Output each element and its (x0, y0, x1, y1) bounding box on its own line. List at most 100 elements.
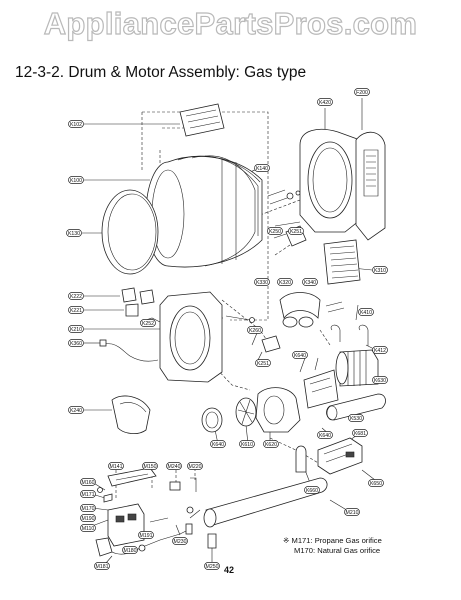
callout-m180: M180 (122, 546, 138, 554)
gas-valve-assembly (95, 467, 328, 557)
callout-box (263, 440, 279, 448)
callout-box (68, 339, 84, 347)
callout-k610: K610 (239, 440, 255, 448)
callout-box (172, 537, 188, 545)
callout-m230: M230 (172, 537, 188, 545)
callout-m210: M210 (344, 508, 360, 516)
gas-valve (107, 503, 145, 547)
callout-text: K660 (306, 488, 318, 494)
callout-box (80, 514, 96, 522)
callout-text: K251 (257, 361, 269, 367)
callout-text: K100 (70, 178, 82, 184)
callout-k140: K140 (254, 164, 270, 172)
callout-f200: F200 (354, 88, 370, 96)
callout-box (254, 164, 270, 172)
rear-bulkhead-assembly (273, 128, 386, 285)
callout-text: M171 (82, 492, 95, 498)
callout-k100: K100 (68, 176, 84, 184)
callout-text: K410 (360, 310, 372, 316)
callout-text: K420 (319, 100, 331, 106)
callout-text: K640 (319, 433, 331, 439)
callout-text: M210 (346, 510, 359, 516)
callout-box (277, 278, 293, 286)
callout-text: K681 (354, 431, 366, 437)
callout-text: M170 (82, 506, 95, 512)
idler-bracket (279, 292, 321, 319)
callout-text: K640 (294, 353, 306, 359)
page-number: 42 (224, 565, 235, 575)
callout-text: M150 (144, 464, 157, 470)
callout-box (247, 326, 263, 334)
lint-filter (323, 239, 361, 285)
legend-natural-text: M170: Natural Gas orifice (294, 546, 381, 555)
callout-text: K630 (374, 378, 386, 384)
callout-text: M190 (82, 516, 95, 522)
callout-box (80, 478, 96, 486)
callout-k250: K250 (267, 227, 283, 235)
burner-bracket (317, 437, 363, 475)
callout-k320: K320 (277, 278, 293, 286)
callout-text: K251 (290, 229, 302, 235)
callout-text: M191 (140, 533, 153, 539)
callout-box (344, 508, 360, 516)
blower-assembly (111, 387, 386, 475)
callout-text: K620 (265, 442, 277, 448)
door-handle-k240 (111, 395, 151, 434)
front-bulkhead-assembly (99, 287, 281, 383)
callout-box (204, 562, 220, 570)
callout-text: M220 (189, 464, 202, 470)
callout-box (304, 486, 320, 494)
callout-text: M180 (124, 548, 137, 554)
callout-box (288, 227, 304, 235)
callout-m191: M191 (138, 531, 154, 539)
callout-box (358, 308, 374, 316)
callout-k660: K660 (304, 486, 320, 494)
callout-text: M110 (82, 526, 95, 532)
callout-k640a: K640 (292, 351, 308, 359)
callout-text: K412 (374, 348, 386, 354)
callout-text: K102 (70, 122, 82, 128)
page-title: 12-3-2. Drum & Motor Assembly: Gas type (15, 64, 307, 81)
callout-text: K360 (70, 341, 82, 347)
callout-text: M230 (174, 539, 187, 545)
callout-box (68, 292, 84, 300)
callout-box (352, 429, 368, 437)
idler-assembly (279, 292, 379, 409)
callout-m240: M240 (166, 462, 182, 470)
callout-box (317, 431, 333, 439)
callout-box (239, 440, 255, 448)
callout-k420: K420 (317, 98, 333, 106)
callout-box (94, 562, 110, 570)
callout-m170: M170 (80, 504, 96, 512)
callout-box (317, 98, 333, 106)
watermark-logo: AppliancePartsPros.com (43, 5, 418, 41)
callout-box (68, 325, 84, 333)
callout-box (122, 546, 138, 554)
legend-propane-text: M171: Propane Gas orifice (291, 536, 382, 545)
callout-box (372, 346, 388, 354)
callout-box (348, 414, 364, 422)
burner-tube (205, 477, 328, 527)
callout-k130: K130 (66, 229, 82, 237)
callout-m110: M110 (80, 524, 96, 532)
callout-k640b: K640 (317, 431, 333, 439)
callout-m150: M150 (142, 462, 158, 470)
legend-line-natural: M170: Natural Gas orifice (283, 546, 382, 556)
callout-m220: M220 (187, 462, 203, 470)
callout-text: K610 (241, 442, 253, 448)
callout-k252: K252 (140, 319, 156, 327)
callout-box (66, 229, 82, 237)
callout-box (138, 531, 154, 539)
drum-assembly (101, 103, 301, 275)
callout-k412: K412 (372, 346, 388, 354)
callout-k410: K410 (358, 308, 374, 316)
callout-k260: K260 (247, 326, 263, 334)
callout-m190: M190 (80, 514, 96, 522)
callout-k360: K360 (68, 339, 84, 347)
callout-box (108, 462, 124, 470)
callout-text: F200 (356, 90, 368, 96)
callout-box (210, 440, 226, 448)
callout-box (292, 351, 308, 359)
